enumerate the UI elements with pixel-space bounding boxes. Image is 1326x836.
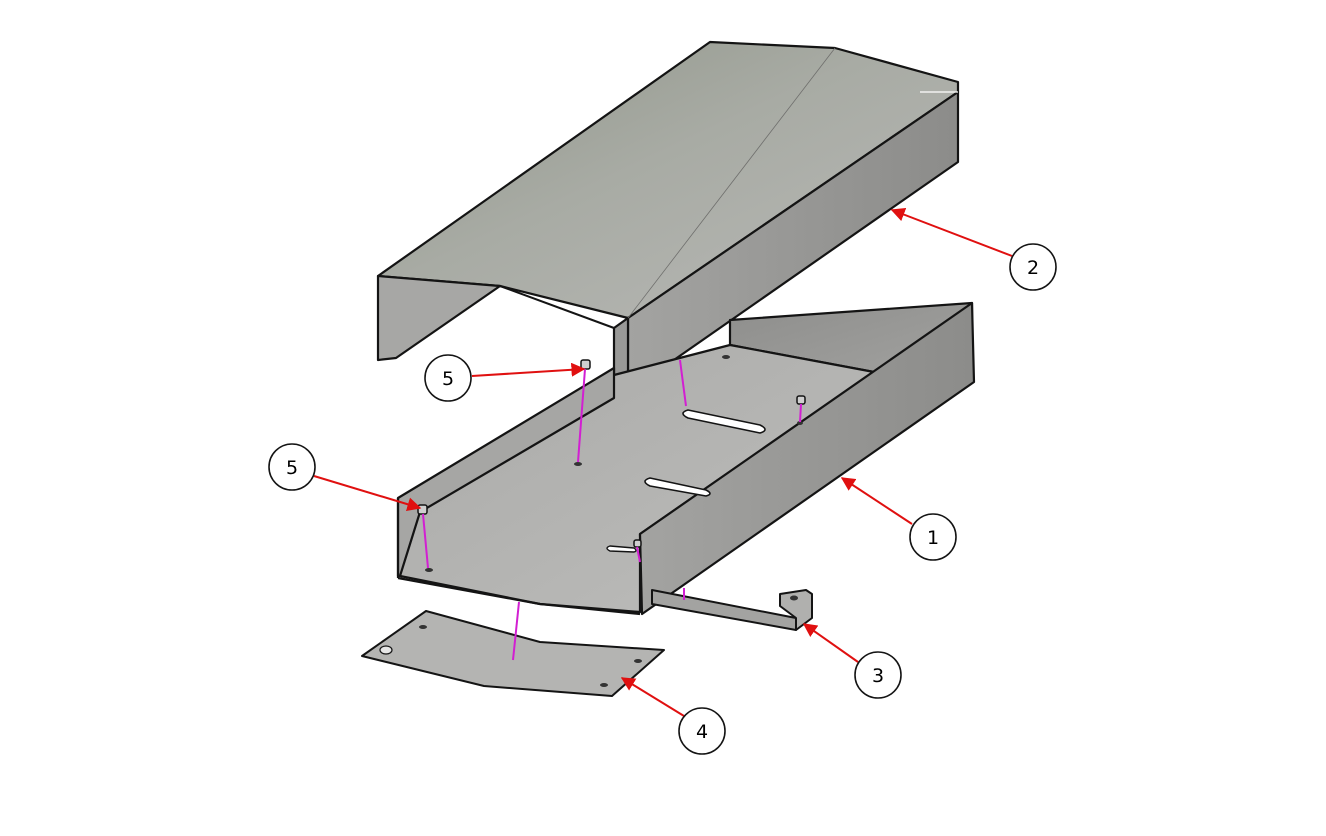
plate-hole <box>600 683 608 687</box>
leader-3 <box>802 623 859 663</box>
callout-1-label: 1 <box>927 527 939 549</box>
hole <box>574 462 582 466</box>
callouts: 1 2 3 4 5 5 <box>268 207 1057 755</box>
mounting-bracket <box>651 589 813 631</box>
leader-5a <box>471 362 586 377</box>
slot-front <box>606 545 637 553</box>
hole <box>425 568 433 572</box>
callout-3: 3 <box>854 651 902 699</box>
callout-1: 1 <box>909 513 957 561</box>
callout-4: 4 <box>678 707 726 755</box>
top-cover-side-left <box>376 274 502 362</box>
top-cover <box>376 40 960 400</box>
fastener-3 <box>417 504 428 515</box>
fastener-1 <box>580 359 591 370</box>
callout-4-label: 4 <box>696 721 708 743</box>
callout-5a: 5 <box>424 354 472 402</box>
assembly-lines <box>422 359 802 661</box>
callout-2: 2 <box>1009 243 1057 291</box>
bracket-arm <box>651 589 797 631</box>
slot-lower <box>644 477 711 497</box>
base-tray-right-wall <box>638 301 976 616</box>
plate-hole <box>379 645 393 655</box>
fastener-2 <box>796 395 806 405</box>
hole <box>722 355 730 359</box>
leader-5b <box>313 475 422 512</box>
base-tray <box>396 301 976 616</box>
leader-4 <box>620 677 685 717</box>
callout-5b: 5 <box>268 443 316 491</box>
hole <box>797 421 803 425</box>
callout-5a-label: 5 <box>442 368 454 390</box>
callout-2-label: 2 <box>1027 257 1039 279</box>
fastener-4 <box>633 539 642 548</box>
leader-2 <box>890 207 1013 257</box>
callout-5b-label: 5 <box>286 457 298 479</box>
callout-3-label: 3 <box>872 665 884 687</box>
leader-1 <box>840 477 913 525</box>
top-cover-roof <box>376 40 960 320</box>
plate-hole <box>419 625 427 629</box>
plate-hole <box>634 659 642 663</box>
bracket-hole <box>790 595 798 601</box>
slot-upper <box>682 409 766 434</box>
